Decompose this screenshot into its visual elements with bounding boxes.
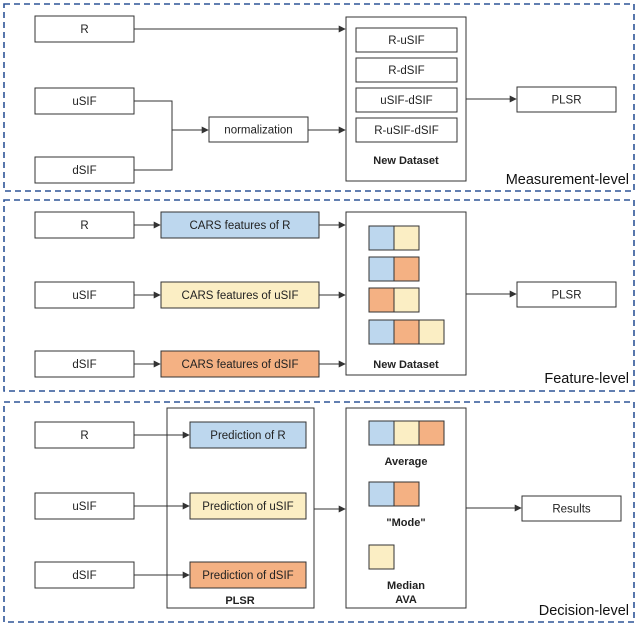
d-input-dsif-label: dSIF (72, 570, 96, 582)
measurement-level-label: Measurement-level (506, 172, 629, 188)
m-new-dataset-label: New Dataset (373, 155, 439, 167)
normalization-box (208, 116, 309, 143)
m-item-usif-dsif: uSIF-dSIF (380, 95, 432, 107)
cars-usif-label: CARS features of uSIF (182, 290, 299, 302)
m-item-r-usif-box (355, 27, 458, 53)
decision-level-panel: R uSIF dSIF Prediction of R Prediction o… (3, 401, 635, 623)
results-box (521, 495, 622, 522)
f-combo4-r (368, 319, 395, 345)
median-label: Median (387, 580, 425, 592)
m-input-dsif-label: dSIF (72, 165, 96, 177)
avg-usif (393, 420, 420, 446)
feature-level-label: Feature-level (544, 371, 629, 387)
cars-dsif-label: CARS features of dSIF (182, 359, 299, 371)
f-combo3-usif (393, 287, 420, 313)
m-input-r-box (34, 15, 135, 43)
cars-dsif-box (160, 350, 320, 378)
f-input-dsif-box (34, 350, 135, 378)
d-input-usif-label: uSIF (72, 501, 96, 513)
m-item-r-usif: R-uSIF (388, 35, 424, 47)
f-input-r-label: R (80, 220, 88, 232)
f-input-usif-label: uSIF (72, 290, 96, 302)
m-input-r-label: R (80, 24, 88, 36)
m-input-usif-label: uSIF (72, 96, 96, 108)
measurement-panel-border (3, 3, 635, 192)
m-input-usif-box (34, 87, 135, 115)
normalization-label: normalization (224, 125, 292, 137)
m-item-r-usif-dsif-box (355, 117, 458, 143)
feature-panel-border (3, 199, 635, 392)
d-plsr-label: PLSR (225, 595, 254, 607)
average-label: Average (384, 456, 427, 468)
results-label: Results (552, 504, 591, 516)
m-item-r-dsif: R-dSIF (388, 65, 424, 77)
decision-level-label: Decision-level (539, 603, 629, 619)
d-input-dsif-box (34, 561, 135, 589)
mode-r (368, 481, 395, 507)
f-combo4-usif (418, 319, 445, 345)
avg-dsif (418, 420, 445, 446)
cars-r-label: CARS features of R (190, 220, 291, 232)
feature-level-panel: R uSIF dSIF CARS features of R CARS feat… (3, 199, 635, 392)
m-plsr-label: PLSR (551, 95, 581, 107)
pred-dsif-label: Prediction of dSIF (202, 570, 293, 582)
m-item-r-dsif-box (355, 57, 458, 83)
f-new-dataset-label: New Dataset (373, 359, 439, 371)
pred-r-label: Prediction of R (210, 430, 285, 442)
f-input-r-box (34, 211, 135, 239)
ava-label: AVA (395, 594, 417, 606)
pred-r-box (189, 421, 307, 449)
f-plsr-box (516, 281, 617, 308)
mode-dsif (393, 481, 420, 507)
mode-label: "Mode" (386, 517, 425, 529)
cars-usif-box (160, 281, 320, 309)
f-combo1-r (368, 225, 395, 251)
cars-r-box (160, 211, 320, 239)
f-combo2-r (368, 256, 395, 282)
f-combo4-dsif (393, 319, 420, 345)
pred-usif-box (189, 492, 307, 520)
d-input-r-label: R (80, 430, 88, 442)
pred-dsif-box (189, 561, 307, 589)
pred-usif-label: Prediction of uSIF (202, 501, 293, 513)
f-plsr-label: PLSR (551, 290, 581, 302)
f-combo2-dsif (393, 256, 420, 282)
f-combo1-usif (393, 225, 420, 251)
f-combo3-dsif (368, 287, 395, 313)
m-plsr-box (516, 86, 617, 113)
m-item-usif-dsif-box (355, 87, 458, 113)
median-usif (368, 544, 395, 570)
m-item-r-usif-dsif: R-uSIF-dSIF (374, 125, 439, 137)
f-input-dsif-label: dSIF (72, 359, 96, 371)
measurement-level-panel: R uSIF dSIF normalization R-uSIF R-dSIF … (3, 3, 635, 192)
avg-r (368, 420, 395, 446)
m-merge-usif-dsif (134, 100, 173, 171)
decision-panel-border (3, 401, 635, 623)
